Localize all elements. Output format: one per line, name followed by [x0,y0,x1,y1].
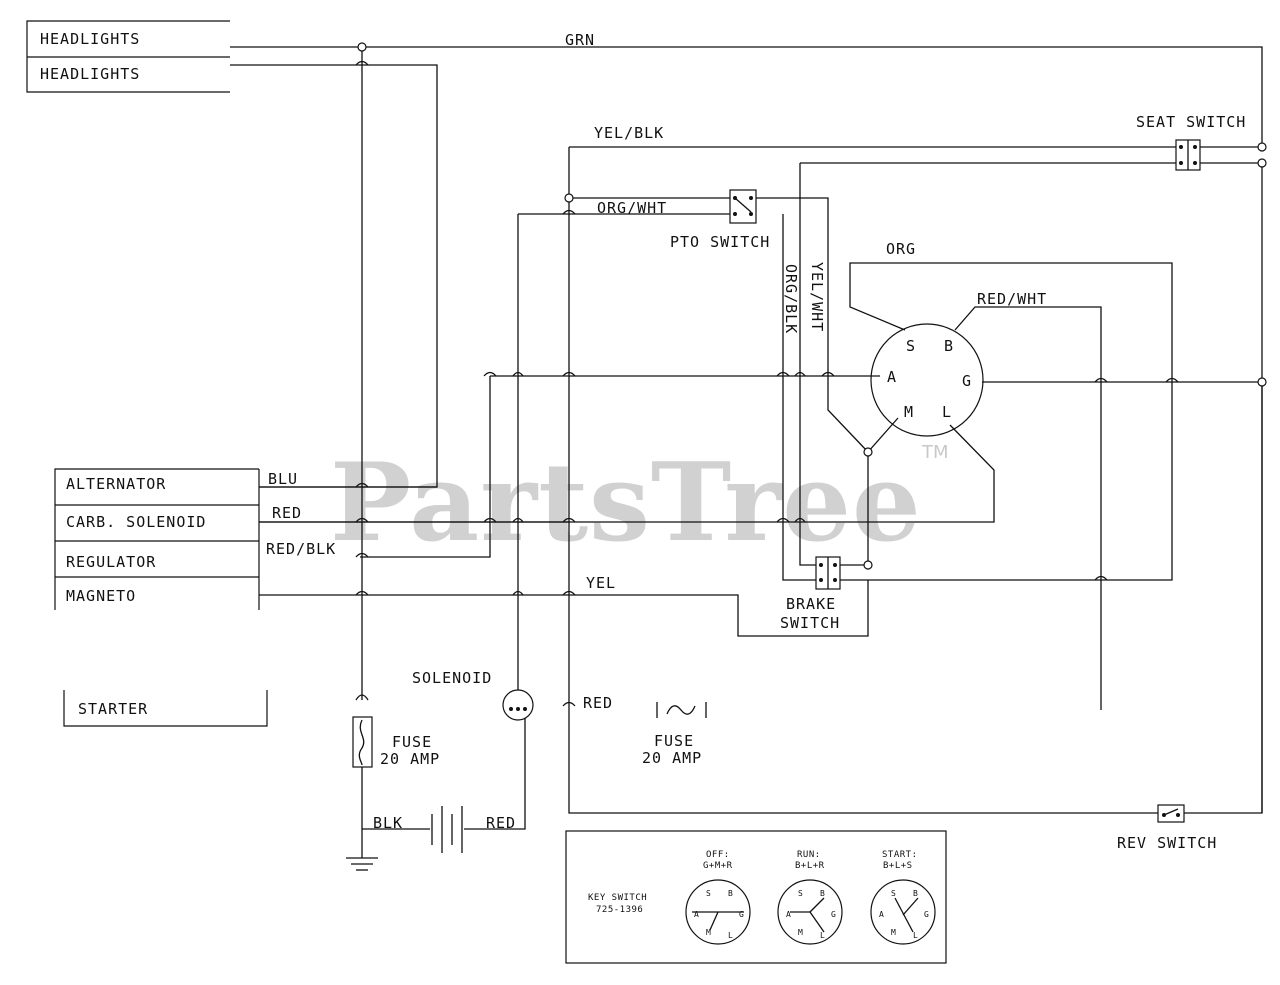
magneto-label: MAGNETO [66,587,136,605]
carb-solenoid-label: CARB. SOLENOID [66,513,206,531]
brake-switch: BRAKE SWITCH [780,556,841,632]
start-dial-b: B [913,889,918,898]
fuse-left-label-1: FUSE [392,733,432,751]
legend-title-2: 725-1396 [596,905,643,915]
start-dial-s: S [891,889,896,898]
engine-components-box: ALTERNATOR CARB. SOLENOID REGULATOR MAGN… [54,468,260,610]
headlights-label-1: HEADLIGHTS [40,30,140,48]
key-switch: S B A G M L [870,323,984,437]
run-dial-l: L [820,931,825,940]
off-dial-g: G [739,910,744,919]
wire-label-grn: GRN [565,31,595,49]
starter-box: STARTER [63,690,268,727]
run-dial-s: S [798,889,803,898]
off-dial-l: L [728,931,733,940]
legend-run-1: RUN: [797,850,821,860]
legend-start-2: B+L+S [883,861,913,871]
fuse-left-label-2: 20 AMP [380,750,440,768]
wire-label-yel-wht: YEL/WHT [808,262,826,332]
key-terminal-g: G [962,372,972,390]
key-terminal-s: S [906,337,916,355]
start-dial-m: M [891,928,896,937]
wire-labels: GRN YEL/BLK ORG/WHT ORG RED/WHT ORG/BLK … [266,31,1047,832]
off-dial-s: S [706,889,711,898]
headlights-box: HEADLIGHTS HEADLIGHTS [26,20,230,93]
watermark-trademark: TM [921,442,949,463]
wire-label-red-2: RED [583,694,613,712]
wire-crossings [355,60,1179,707]
wire-label-org-blk: ORG/BLK [782,264,800,334]
off-dial-m: M [706,928,711,937]
key-switch-legend: KEY SWITCH 725-1396 OFF: G+M+R RUN: B+L+… [565,830,947,964]
wire-label-blu: BLU [268,470,298,488]
start-dial-l: L [913,931,918,940]
wire-label-org: ORG [886,240,916,258]
solenoid-label: SOLENOID [412,669,492,687]
watermark-text: PartsTree [330,440,922,566]
legend-run-2: B+L+R [795,861,825,871]
brake-switch-label-2: SWITCH [780,614,840,632]
run-dial-m: M [798,928,803,937]
regulator-label: REGULATOR [66,553,156,571]
run-dial-g: G [831,910,836,919]
solenoid: SOLENOID [412,669,534,721]
start-dial-a: A [879,910,884,919]
key-terminal-b: B [944,337,954,355]
legend-off-2: G+M+R [703,861,733,871]
legend-start-1: START: [882,850,918,860]
legend-off-1: OFF: [706,850,730,860]
seat-switch-label: SEAT SWITCH [1136,113,1246,131]
starter-label: STARTER [78,700,148,718]
legend-title-1: KEY SWITCH [588,893,647,903]
off-dial-b: B [728,889,733,898]
legend-dial-start: S B A G M L [870,879,936,945]
rev-switch-label: REV SWITCH [1117,834,1217,852]
brake-switch-label-1: BRAKE [786,595,836,613]
run-dial-a: A [786,910,791,919]
legend-dial-off: S B A G M L [685,879,751,945]
off-dial-a: A [694,910,699,919]
wire-label-yel: YEL [586,574,616,592]
pto-switch-label: PTO SWITCH [670,233,770,251]
start-dial-g: G [924,910,929,919]
run-dial-b: B [820,889,825,898]
pto-switch: PTO SWITCH [670,189,770,251]
key-terminal-l: L [942,403,952,421]
key-terminal-a: A [887,368,897,386]
legend-dial-run: S B A G M L [777,879,843,945]
wire-label-red-1: RED [272,504,302,522]
headlights-label-2: HEADLIGHTS [40,65,140,83]
fuse-mid-label-1: FUSE [654,732,694,750]
alternator-label: ALTERNATOR [66,475,166,493]
wire-label-red-3: RED [486,814,516,832]
wire-label-red-wht: RED/WHT [977,290,1047,308]
wire-label-org-wht: ORG/WHT [597,199,667,217]
wire-label-blk: BLK [373,814,403,832]
fuse-mid-label-2: 20 AMP [642,749,702,767]
wire-label-red-blk: RED/BLK [266,540,336,558]
key-terminal-m: M [904,403,914,421]
junction-dots [357,42,1267,570]
rev-switch: REV SWITCH [1117,804,1217,852]
fuse-symbol-middle [656,702,707,718]
wire-label-yel-blk: YEL/BLK [594,124,664,142]
seat-switch: SEAT SWITCH [1136,113,1246,171]
